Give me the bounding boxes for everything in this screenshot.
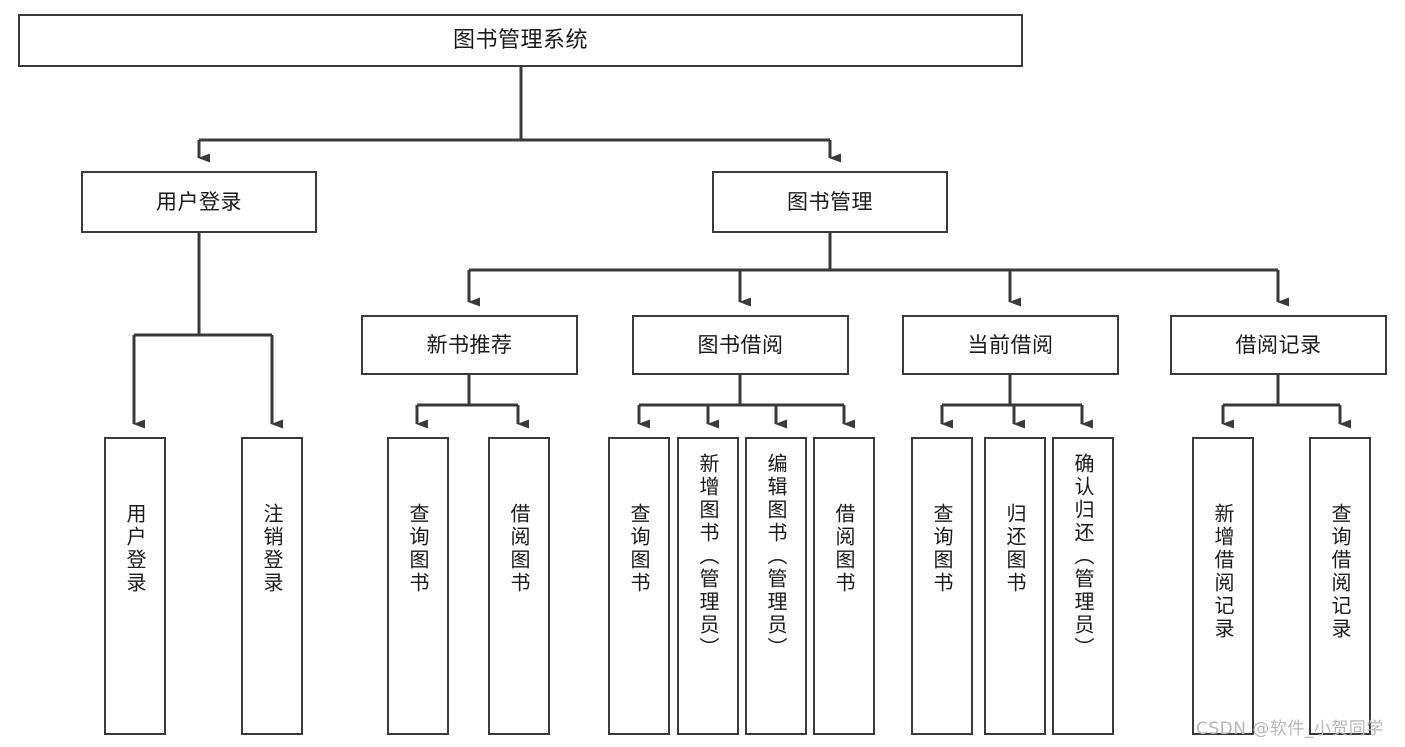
node-borrow-record[interactable]: 借阅记录 bbox=[1170, 315, 1387, 375]
node-leaf-borrow-query-book[interactable]: 查询图书 bbox=[608, 437, 670, 735]
node-leaf-cur-return-book[interactable]: 归还图书 bbox=[984, 437, 1046, 735]
node-leaf-user-logout[interactable]: 注销登录 bbox=[241, 437, 303, 735]
node-leaf-borrow-add-book[interactable]: 新增图书（管理员） bbox=[677, 437, 739, 735]
node-leaf-rec-borrow-book[interactable]: 借阅图书 bbox=[488, 437, 550, 735]
node-leaf-rec-borrow-book-label: 借阅图书 bbox=[507, 503, 531, 595]
node-leaf-user-login-label: 用户登录 bbox=[123, 503, 147, 595]
node-leaf-rec-query-book[interactable]: 查询图书 bbox=[387, 437, 449, 735]
node-root[interactable]: 图书管理系统 bbox=[18, 14, 1023, 67]
node-leaf-borrow-edit-book[interactable]: 编辑图书（管理员） bbox=[745, 437, 807, 735]
node-current-borrow[interactable]: 当前借阅 bbox=[902, 315, 1119, 375]
node-leaf-rec-query-record[interactable]: 查询借阅记录 bbox=[1309, 437, 1371, 735]
node-leaf-borrow-borrow-book-label: 借阅图书 bbox=[832, 503, 856, 595]
node-leaf-borrow-borrow-book[interactable]: 借阅图书 bbox=[813, 437, 875, 735]
node-leaf-user-logout-label: 注销登录 bbox=[260, 503, 284, 595]
node-leaf-cur-confirm-return-label: 确认归还（管理员） bbox=[1071, 453, 1095, 660]
node-new-book-rec[interactable]: 新书推荐 bbox=[361, 315, 578, 375]
node-leaf-rec-add-record[interactable]: 新增借阅记录 bbox=[1192, 437, 1254, 735]
node-borrow-record-label: 借阅记录 bbox=[1235, 332, 1322, 357]
node-leaf-cur-return-book-label: 归还图书 bbox=[1003, 503, 1027, 595]
node-leaf-cur-query-book[interactable]: 查询图书 bbox=[911, 437, 973, 735]
node-leaf-user-login[interactable]: 用户登录 bbox=[104, 437, 166, 735]
watermark: CSDN @软件_小贺同学 bbox=[1196, 719, 1384, 739]
node-book-manage[interactable]: 图书管理 bbox=[712, 171, 948, 233]
node-leaf-borrow-query-book-label: 查询图书 bbox=[627, 503, 651, 595]
node-user-login[interactable]: 用户登录 bbox=[81, 171, 317, 233]
node-leaf-cur-confirm-return[interactable]: 确认归还（管理员） bbox=[1052, 437, 1114, 735]
node-user-login-label: 用户登录 bbox=[156, 189, 242, 214]
node-current-borrow-label: 当前借阅 bbox=[967, 332, 1054, 357]
node-leaf-rec-query-book-label: 查询图书 bbox=[406, 503, 430, 595]
node-leaf-rec-query-record-label: 查询借阅记录 bbox=[1328, 503, 1352, 641]
node-leaf-borrow-edit-book-label: 编辑图书（管理员） bbox=[764, 453, 788, 660]
node-leaf-cur-query-book-label: 查询图书 bbox=[930, 503, 954, 595]
node-root-label: 图书管理系统 bbox=[452, 27, 588, 53]
node-book-borrow[interactable]: 图书借阅 bbox=[632, 315, 849, 375]
node-new-book-rec-label: 新书推荐 bbox=[426, 332, 513, 357]
node-book-manage-label: 图书管理 bbox=[787, 189, 873, 214]
node-leaf-rec-add-record-label: 新增借阅记录 bbox=[1211, 503, 1235, 641]
node-book-borrow-label: 图书借阅 bbox=[697, 332, 784, 357]
node-leaf-borrow-add-book-label: 新增图书（管理员） bbox=[696, 453, 720, 660]
